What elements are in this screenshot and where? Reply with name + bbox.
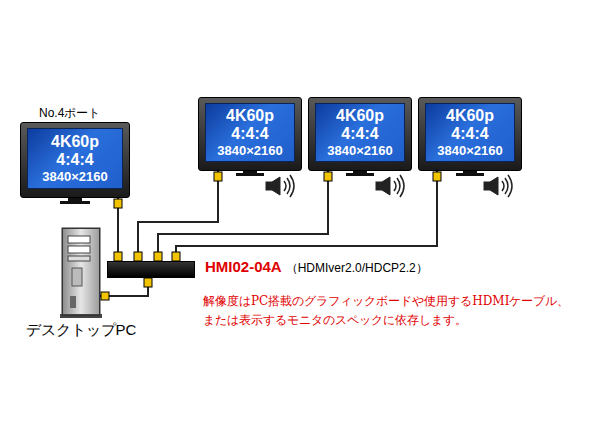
hdmi-cable [138, 171, 218, 261]
screen-spec: 4:4:4 [231, 125, 268, 143]
product-label: HMI02-04A （HDMIver2.0/HDCP2.2） [205, 258, 428, 277]
screen-spec: 4K60p [226, 107, 274, 125]
monitor: 4K60p4:4:43840×2160 [418, 97, 522, 171]
screen-spec: 4K60p [336, 107, 384, 125]
monitor-screen: 4K60p4:4:43840×2160 [205, 103, 295, 162]
hdmi-splitter: HMI02-04A（HDMIver2.0/HDCP2.2） [107, 261, 195, 278]
monitor-screen: 4K60p4:4:43840×2160 [425, 103, 515, 162]
screen-spec: 3840×2160 [327, 143, 392, 159]
note-text: 解像度はPC搭載のグラフィックボードや使用するHDMIケーブル、 または表示する… [203, 292, 588, 330]
screen-spec: 4:4:4 [341, 125, 378, 143]
hdmi-cable [158, 171, 328, 261]
port-label: No.4ポート [39, 105, 100, 122]
screen-spec: 3840×2160 [437, 143, 502, 159]
device-label: デスクトップPC [26, 321, 137, 340]
monitor: No.4ポート4K60p4:4:43840×2160 [20, 122, 130, 198]
monitor-screen: 4K60p4:4:43840×2160 [27, 128, 123, 189]
desktop-pc: デスクトップPC [62, 228, 100, 316]
hdmi-plug [101, 172, 441, 300]
spec-label: （HDMIver2.0/HDCP2.2） [286, 261, 428, 275]
screen-spec: 4K60p [51, 133, 99, 151]
speaker-icon [266, 175, 512, 197]
screen-spec: 4K60p [446, 107, 494, 125]
screen-spec: 3840×2160 [217, 143, 282, 159]
monitor-screen: 4K60p4:4:43840×2160 [315, 103, 405, 162]
model-name: HMI02-04A [205, 258, 282, 275]
hdmi-cable [176, 171, 437, 261]
monitor: 4K60p4:4:43840×2160 [308, 97, 412, 171]
screen-spec: 4:4:4 [56, 151, 93, 169]
pc-tower [60, 228, 102, 318]
monitor: 4K60p4:4:43840×2160 [198, 97, 302, 171]
screen-spec: 4:4:4 [451, 125, 488, 143]
screen-spec: 3840×2160 [42, 169, 107, 185]
